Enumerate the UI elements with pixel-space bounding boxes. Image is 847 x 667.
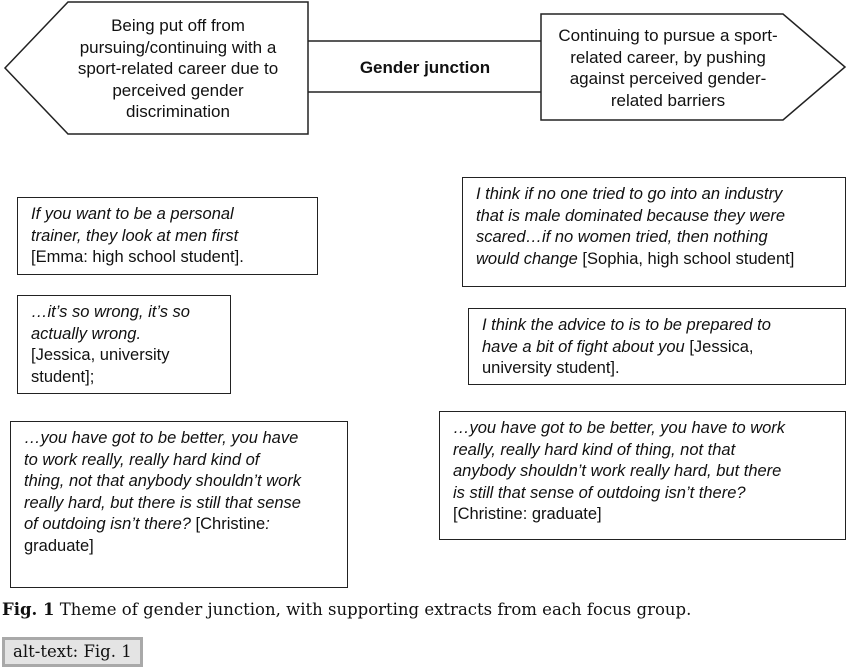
quote-attribution: [Jessica, university [31, 346, 170, 364]
quote-attribution-sep: : [265, 515, 270, 533]
quote-attribution-line: [Christine: graduate] [453, 504, 835, 526]
quote-text: scared…if no women tried, then nothing [476, 228, 768, 246]
diagram-shapes [3, 1, 847, 135]
quote-text: …you have got to be better, you have [24, 429, 299, 447]
alt-text-button[interactable]: alt-text: Fig. 1 [2, 637, 143, 667]
left-arrow-label: Being put off from pursuing/continuing w… [58, 15, 298, 123]
text-line: related career, by pushing [570, 47, 766, 67]
text-line: pursuing/continuing with a [79, 37, 277, 57]
gender-junction-label: Gender junction [359, 58, 491, 77]
text-line: Continuing to pursue a sport- [558, 26, 778, 45]
quote-box-jessica-left: …it’s so wrong, it’s so actually wrong. … [17, 295, 231, 394]
quote-attribution: university student]. [482, 359, 620, 377]
right-arrow-shape [540, 13, 847, 121]
text-line: discrimination [126, 102, 230, 121]
quote-text: that is male dominated because they were [476, 206, 786, 225]
figure-label: Fig. 1 [2, 600, 55, 619]
quote-box-christine-right: …you have got to be better, you have to … [439, 411, 846, 540]
quote-attribution: [Emma: high school student]. [31, 248, 244, 266]
quote-text: really, really hard kind of thing, not t… [453, 440, 736, 459]
left-arrow-shape [3, 1, 309, 135]
quote-box-sophia: I think if no one tried to go into an in… [462, 177, 846, 287]
quote-attribution: student]; [31, 367, 95, 386]
quote-text: is still that sense of outdoing isn’t th… [453, 483, 746, 502]
text-line: against perceived gender- [569, 69, 767, 88]
figure-caption-text: Theme of gender junction, with supportin… [59, 600, 692, 619]
quote-text: actually wrong. [31, 324, 142, 343]
quote-attribution: [Sophia, high school student] [582, 249, 795, 268]
quote-text: trainer, they look at men first [31, 226, 239, 245]
quote-text: to work really, really hard kind of [24, 450, 260, 469]
quote-attribution: [Christine [453, 505, 523, 523]
text-line: Being put off from [111, 16, 245, 35]
quote-text: If you want to be a personal [31, 205, 234, 223]
quote-text: would change [476, 249, 578, 268]
quote-text: …it’s so wrong, it’s so [31, 303, 190, 321]
quote-text: of outdoing isn’t there? [24, 515, 191, 533]
quote-text: have a bit of fight about you [482, 337, 685, 356]
quote-attribution: [Jessica, [689, 337, 754, 356]
text-line: related barriers [610, 90, 726, 110]
quote-attribution: : graduate] [522, 505, 602, 523]
quote-text: I think the advice to is to be prepared … [482, 316, 771, 334]
figure-caption: Fig. 1 Theme of gender junction, with su… [2, 600, 842, 619]
quote-text: thing, not that anybody shouldn’t work [24, 472, 302, 490]
text-line: perceived gender [112, 80, 244, 100]
quote-text: I think if no one tried to go into an in… [476, 185, 783, 203]
right-arrow-label: Continuing to pursue a sport- related ca… [548, 25, 788, 111]
quote-attribution: [Christine [195, 515, 266, 533]
quote-box-christine-left: …you have got to be better, you have to … [10, 421, 348, 588]
quote-box-emma: If you want to be a personal trainer, th… [17, 197, 318, 275]
quote-box-jessica-right: I think the advice to is to be prepared … [468, 308, 846, 385]
quote-attribution: graduate] [24, 536, 94, 555]
text-line: sport-related career due to [77, 59, 279, 78]
quote-text: …you have got to be better, you have to … [453, 419, 786, 437]
quote-text: anybody shouldn’t work really hard, but … [453, 462, 782, 480]
quote-text: really hard, but there is still that sen… [24, 493, 301, 512]
